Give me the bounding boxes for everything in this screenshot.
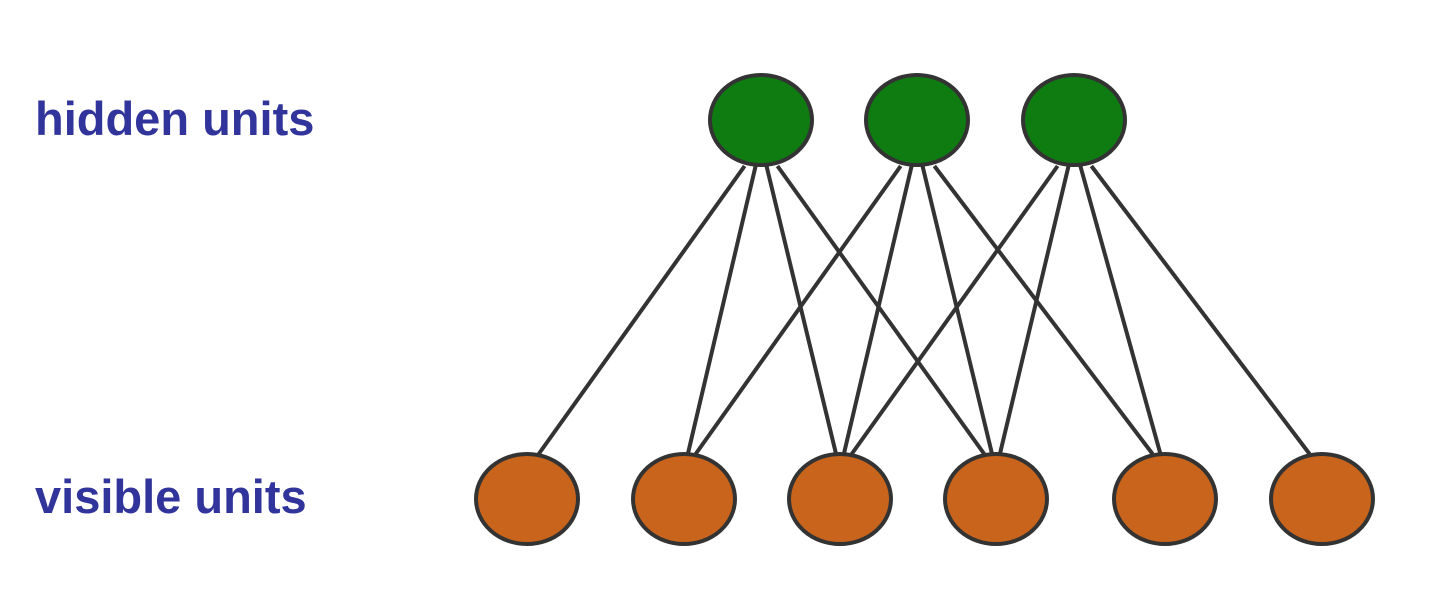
edge-h2-v5	[932, 164, 1155, 456]
hidden-units-label: hidden units	[35, 92, 315, 145]
edge-h1-v4	[775, 164, 986, 456]
visible-unit-3	[787, 452, 893, 546]
edge-h3-v4	[997, 165, 1071, 455]
visible-unit-5	[1112, 452, 1218, 546]
hidden-unit-2	[864, 73, 970, 167]
visible-unit-4	[943, 452, 1049, 546]
hidden-unit-1	[708, 73, 814, 167]
edge-h2-v4	[920, 165, 994, 455]
edge-h3-v6	[1089, 164, 1312, 456]
edge-h3-v5	[1078, 165, 1163, 455]
hidden-unit-3	[1021, 73, 1127, 167]
visible-unit-6	[1269, 452, 1375, 546]
edge-h1-v3	[764, 165, 838, 455]
edge-h2-v2	[694, 164, 903, 456]
edge-h3-v3	[850, 164, 1060, 456]
visible-units-label: visible units	[35, 470, 307, 523]
edge-h1-v1	[537, 164, 747, 456]
visible-unit-1	[474, 452, 580, 546]
edge-h2-v3	[841, 165, 914, 455]
visible-unit-2	[631, 452, 737, 546]
edge-h1-v2	[685, 165, 758, 455]
